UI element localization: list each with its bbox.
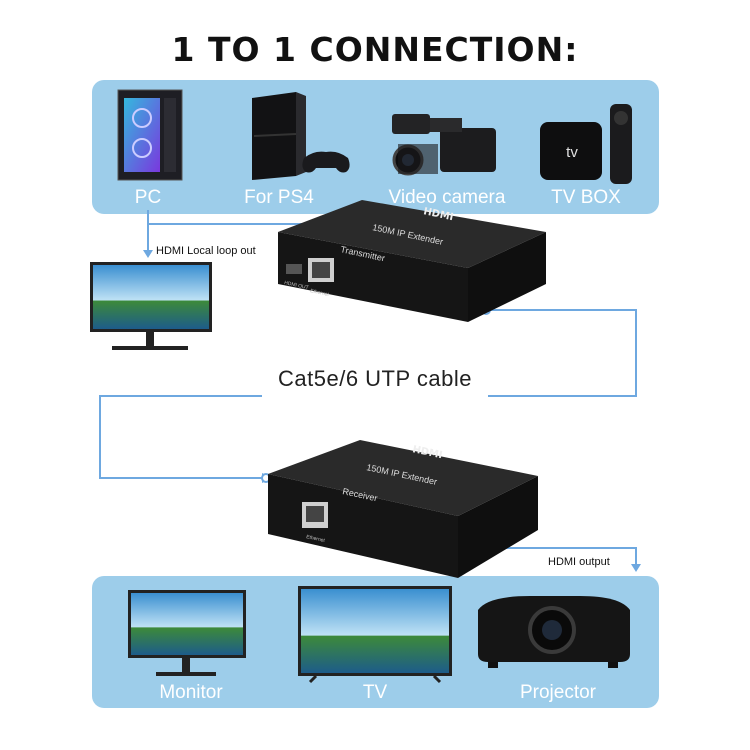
source-label-video-camera: Video camera	[388, 187, 506, 208]
desktop-pc-icon	[117, 89, 183, 181]
transmitter-port1: HDMI OUT	[284, 280, 309, 291]
loop-arrow	[143, 250, 153, 258]
transmitter-device: HDMI 150M IP Extender Transmitter HDMI O…	[278, 200, 546, 322]
projector-icon	[478, 596, 630, 668]
source-label-pc: PC	[134, 187, 162, 208]
cable-line-left	[99, 395, 266, 479]
tv-icon	[298, 586, 452, 684]
hdmi-output-label: HDMI output	[548, 556, 610, 568]
receiver-device: HDMI 150M IP Extender Receiver Ethernet	[268, 440, 538, 578]
monitor-icon	[128, 590, 246, 676]
receiver-port1: Ethernet	[306, 534, 326, 544]
cable-line-right	[486, 309, 637, 397]
tv-box-logo: tv	[566, 144, 578, 161]
cable-label: Cat5e/6 UTP cable	[278, 366, 472, 391]
source-label-tv-box: TV BOX	[551, 187, 621, 208]
game-console-icon	[252, 92, 350, 180]
display-label-tv: TV	[362, 682, 388, 703]
page-title: 1 TO 1 CONNECTION:	[171, 30, 579, 69]
loop-monitor-icon	[90, 262, 212, 350]
source-label-ps4: For PS4	[244, 187, 314, 208]
output-arrow	[631, 564, 641, 572]
tv-box-icon: tv	[540, 104, 632, 184]
display-label-monitor: Monitor	[159, 682, 223, 703]
transmitter-port2: Ethernet	[310, 288, 330, 298]
video-camera-icon	[392, 114, 496, 176]
loop-out-label: HDMI Local loop out	[156, 245, 256, 257]
hdmi-output-line	[470, 547, 637, 566]
display-label-projector: Projector	[519, 682, 597, 703]
